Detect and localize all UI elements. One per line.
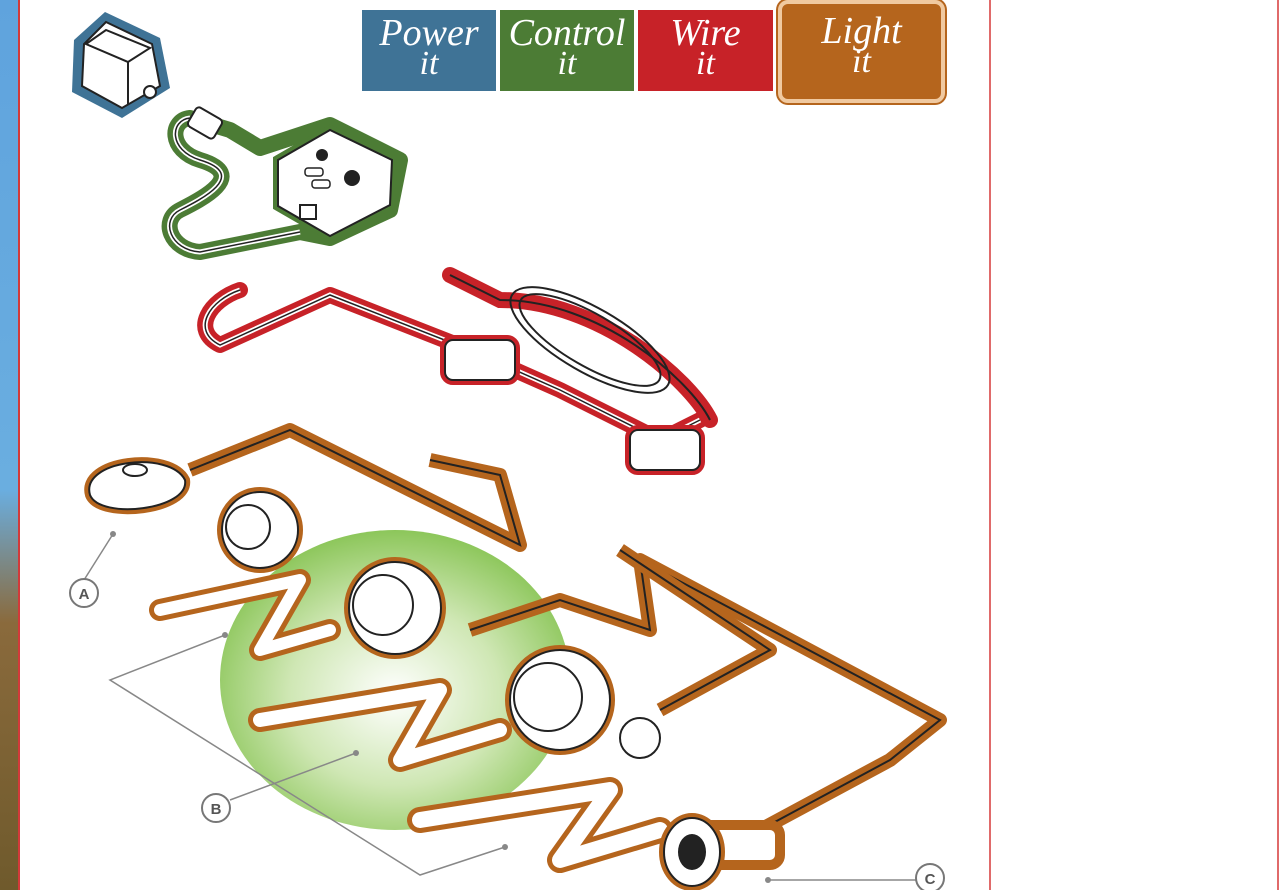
callout-a: A <box>70 579 98 607</box>
callout-a-label: A <box>79 586 90 603</box>
controller-icon <box>170 106 400 252</box>
callout-b: B <box>202 794 230 822</box>
right-blank-panel <box>991 0 1287 890</box>
underwater-light-icon <box>664 818 780 886</box>
product-illustration: A B C <box>0 0 990 890</box>
transformer-icon <box>72 12 170 118</box>
callout-c: C <box>916 864 944 890</box>
far-right-border <box>1277 0 1279 890</box>
callout-c-label: C <box>925 871 936 888</box>
callout-b-label: B <box>211 801 222 818</box>
